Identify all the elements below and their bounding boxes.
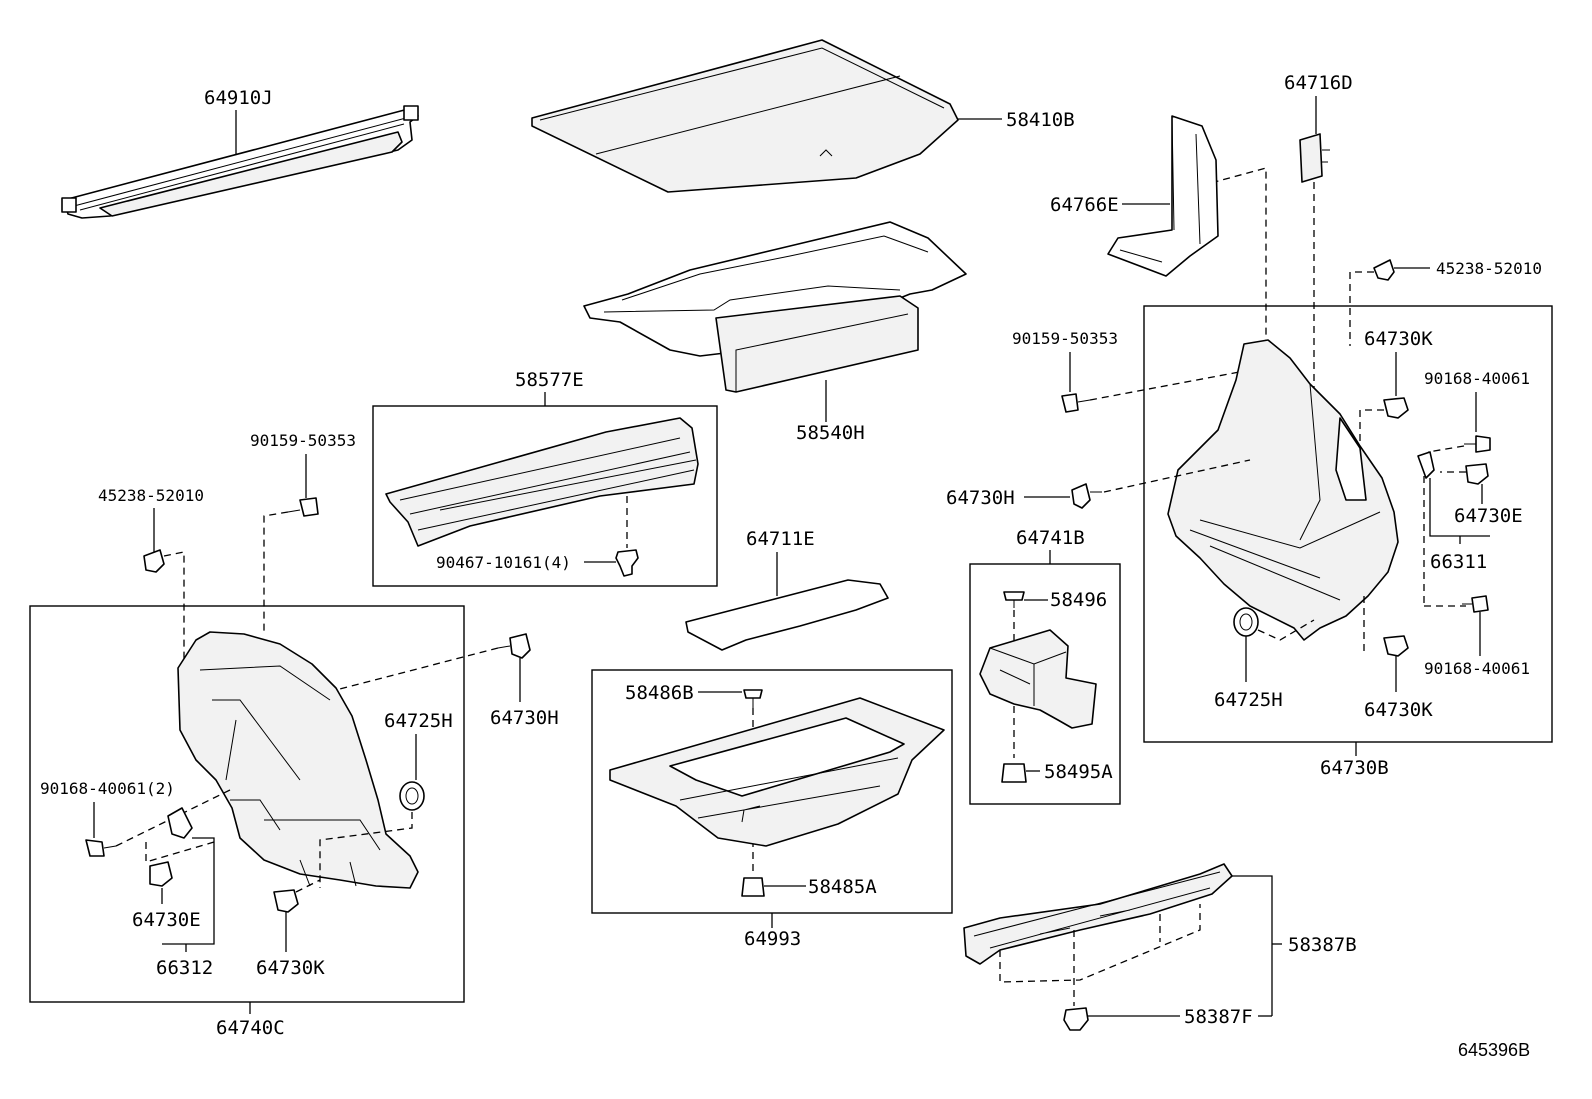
label-64910J: 64910J: [204, 87, 273, 109]
clip-64725H-right-part: [1233, 607, 1259, 637]
diagram-id: 645396B: [1458, 1040, 1530, 1060]
label-64740C: 64740C: [216, 1017, 285, 1039]
luggage-mat-part: [685, 579, 889, 651]
label-58387F: 58387F: [1184, 1006, 1253, 1028]
clip-90467-part: [615, 549, 639, 577]
label-90168-40061-right-bottom: 90168-40061: [1424, 659, 1530, 678]
fastener-58496-part: [1003, 591, 1025, 608]
clip-64730K-right-top-part: [1383, 397, 1409, 419]
clip-58387F-part: [1063, 1007, 1089, 1031]
label-90168-40061-left: 90168-40061(2): [40, 779, 175, 798]
label-64730K-left: 64730K: [256, 957, 325, 979]
label-64725H-right: 64725H: [1214, 689, 1283, 711]
box-64741B: [969, 563, 1121, 805]
bracket-64716D-part: [1299, 133, 1330, 183]
deck-board-part: [531, 39, 959, 193]
label-64730K-right-top: 64730K: [1364, 328, 1433, 350]
label-64741B: 64741B: [1016, 527, 1085, 549]
label-64766E: 64766E: [1050, 194, 1119, 216]
label-64730K-right-bottom: 64730K: [1364, 699, 1433, 721]
label-64730H-left: 64730H: [490, 707, 559, 729]
screw-90159-left-part: [287, 497, 319, 517]
fastener-58495A-part: [1001, 763, 1027, 783]
label-64730B: 64730B: [1320, 757, 1389, 779]
rear-floor-trim-part: [385, 417, 699, 547]
label-45238-52010-left: 45238-52010: [98, 486, 204, 505]
label-64993: 64993: [744, 928, 801, 950]
clip-64725H-left-part: [399, 781, 425, 811]
clip-64730H-right-part: [1071, 483, 1102, 509]
rear-scuff-plate-part: [963, 863, 1233, 965]
bolt-90168-right-top-part: [1464, 435, 1491, 453]
clip-64730E-right-part: [1465, 463, 1489, 485]
side-panel-64766E-part: [1107, 115, 1219, 277]
deck-trim-part: [583, 221, 967, 393]
label-64725H-left: 64725H: [384, 710, 453, 732]
storage-tray-part: [609, 697, 945, 847]
label-90467-10161: 90467-10161(4): [436, 553, 571, 572]
label-64730E-right: 64730E: [1454, 505, 1523, 527]
clip-64730K-right-bottom-part: [1383, 635, 1409, 657]
storage-box-part: [979, 629, 1097, 729]
box-64740C: [29, 605, 465, 1003]
label-58495A: 58495A: [1044, 761, 1113, 783]
quarter-panel-left-part: [177, 631, 419, 889]
label-58577E: 58577E: [515, 369, 584, 391]
bracket-66312-part: [167, 807, 193, 839]
clip-45238-right-part: [1373, 259, 1395, 281]
fastener-58486B-part: [743, 689, 763, 708]
label-64711E: 64711E: [746, 528, 815, 550]
label-90168-40061-right-top: 90168-40061: [1424, 369, 1530, 388]
quarter-panel-right-part: [1167, 339, 1399, 641]
bolt-90168-right-bottom-part: [1462, 595, 1489, 613]
tonneau-cover-part: [61, 105, 419, 219]
label-64730E-left: 64730E: [132, 909, 201, 931]
clip-45238-left-part: [143, 549, 165, 573]
label-64716D: 64716D: [1284, 72, 1353, 94]
bolt-90168-left-part: [85, 839, 117, 857]
box-64730B: [1143, 305, 1553, 743]
label-58540H: 58540H: [796, 422, 865, 444]
screw-90159-right-part: [1061, 393, 1091, 413]
label-45238-52010-right: 45238-52010: [1436, 259, 1542, 278]
label-58486B: 58486B: [625, 682, 694, 704]
label-58496: 58496: [1050, 589, 1107, 611]
label-58387B: 58387B: [1288, 934, 1357, 956]
label-66311: 66311: [1430, 551, 1487, 573]
clip-64730K-left-part: [273, 889, 299, 913]
label-90159-50353-right: 90159-50353: [1012, 329, 1118, 348]
label-66312: 66312: [156, 957, 213, 979]
label-64730H-right: 64730H: [946, 487, 1015, 509]
label-58485A: 58485A: [808, 876, 877, 898]
fastener-58485A-part: [741, 877, 765, 897]
bracket-66311-part: [1417, 451, 1435, 479]
label-58410B: 58410B: [1006, 109, 1075, 131]
clip-64730E-left-part: [149, 861, 173, 887]
label-90159-50353-left: 90159-50353: [250, 431, 356, 450]
clip-64730H-left-part: [497, 633, 531, 659]
